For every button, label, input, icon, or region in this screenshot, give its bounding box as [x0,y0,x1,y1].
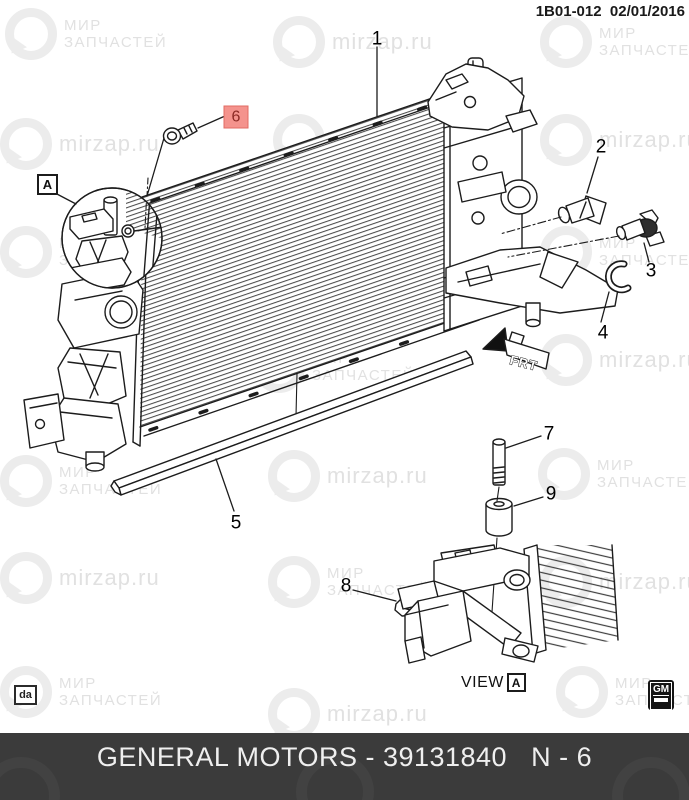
watermark-url-text: mirzap.ru [599,127,689,152]
callout-1[interactable]: 1 [371,28,383,50]
watermark: mirzap.ru [268,450,428,502]
leader-lines [54,46,650,602]
callout-2[interactable]: 2 [595,136,607,158]
watermark: mirzap.ru [0,118,160,170]
watermark-url-text: mirzap.ru [327,701,428,726]
frt-direction-arrow: FRT [482,327,550,374]
watermark: mirzap.ru [273,16,433,68]
footer-watermark-ring [612,757,689,800]
frt-text: FRT [508,352,539,373]
part-sensor-2 [557,195,607,225]
watermark-pin-icon [556,666,608,718]
watermark-pin-icon [268,450,320,502]
watermark-url-text: mirzap.ru [59,131,160,156]
gm-logo: GM [648,680,674,710]
exploded-diagram: FRT [23,46,665,664]
footer-bar: GENERAL MOTORS - 39131840 N - 6 [0,733,689,800]
view-a-assembly [397,544,619,664]
watermark-pin-icon [0,666,52,718]
watermark-url-text: mirzap.ru [332,29,433,54]
callout-8[interactable]: 8 [340,575,352,597]
view-a-box: A [506,673,526,692]
watermark-pin-icon [540,114,592,166]
watermark: mirzap.ru [540,114,689,166]
watermark-pin-icon [0,552,52,604]
footer-part-title: GENERAL MOTORS - 39131840 N - 6 [96,742,593,772]
callout-3[interactable]: 3 [645,260,657,282]
detail-a-label: A [37,174,58,195]
watermark-url-text: mirzap.ru [599,347,689,372]
watermark-pin-icon [273,16,325,68]
gm-logo-text: GM [652,684,670,696]
part-air-baffle-strip [110,350,474,496]
part-bolt [162,122,198,145]
watermark-pin-icon [268,556,320,608]
view-a-text: VIEW [461,673,504,691]
callout-6[interactable]: 6 [223,105,249,129]
footer-watermark-ring [0,757,60,800]
view-a-label: VIEW A [461,673,526,692]
watermark-pin-icon [540,16,592,68]
watermark: mirzap.ru [0,552,160,604]
radiator-core [132,78,490,447]
detail-circle [61,187,163,289]
gm-logo-bar [654,698,668,702]
footer-watermark-ring [296,753,374,800]
doc-reference: 1B01-012 02/01/2016 [535,3,685,20]
top-mounting-bracket [427,57,538,133]
callout-7[interactable]: 7 [543,423,555,445]
lower-mounting-bracket [445,246,619,328]
part-bushing [485,497,513,537]
part-sensor-3 [615,209,665,247]
watermark-url-text: mirzap.ru [327,463,428,488]
left-mounting-bracket [23,269,144,472]
watermark-pin-icon [0,226,52,278]
part-pin [492,438,506,486]
callout-4[interactable]: 4 [597,322,609,344]
callout-9[interactable]: 9 [545,483,557,505]
watermark-url-text: mirzap.ru [59,565,160,590]
watermark-pin-icon [538,448,590,500]
watermark-pin-icon [0,118,52,170]
watermark-pin-icon [5,8,57,60]
part-clip [605,260,632,294]
da-badge: da [14,685,37,705]
callout-5[interactable]: 5 [230,512,242,534]
watermark-pin-icon [0,455,52,507]
